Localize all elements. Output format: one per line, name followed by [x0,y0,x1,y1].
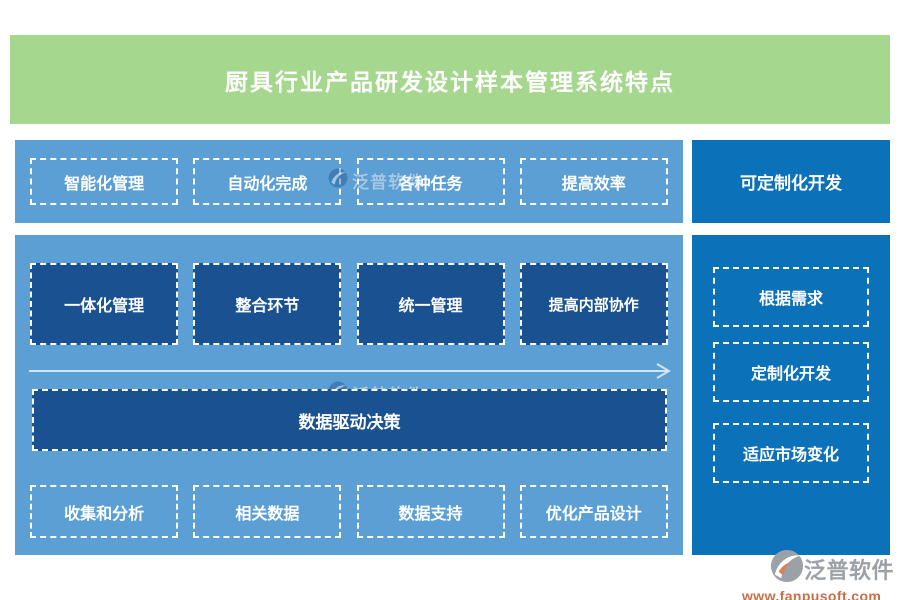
solid-feature-row: 一体化管理 整合环节 统一管理 提高内部协作 [15,263,683,345]
brand-logo-icon [770,549,804,588]
data-driven-bar: 数据驱动决策 [32,389,667,451]
middle-panel: 一体化管理 整合环节 统一管理 提高内部协作 泛普软件 数据驱动决策 收集和分析 [15,235,683,555]
side-panel-box: 定制化开发 [713,342,869,402]
side-panel-box: 适应市场变化 [713,423,869,483]
side-top-box: 可定制化开发 [692,140,890,223]
solid-feature-box: 一体化管理 [30,263,179,345]
brand-logo[interactable]: 泛普软件 www.fanpusoft.com [742,549,895,600]
page-title: 厨具行业产品研发设计样本管理系统特点 [225,68,675,95]
brand-url[interactable]: www.fanpusoft.com [742,588,882,600]
top-feature-box: 各种任务 [356,158,505,205]
top-feature-box: 提高效率 [519,158,668,205]
title-banner: 厨具行业产品研发设计样本管理系统特点 [10,35,890,124]
bottom-feature-box: 数据支持 [356,485,505,538]
solid-feature-box: 整合环节 [193,263,342,345]
bottom-feature-box: 优化产品设计 [519,485,668,538]
bottom-feature-box: 收集和分析 [30,485,179,538]
top-feature-band: 智能化管理 自动化完成 各种任务 提高效率 [15,140,683,223]
solid-feature-box: 提高内部协作 [519,263,668,345]
brand-name: 泛普软件 [804,557,895,583]
right-panel: 根据需求 定制化开发 适应市场变化 [692,235,890,555]
top-feature-box: 智能化管理 [30,158,179,205]
flow-arrow-icon [27,363,677,379]
bottom-feature-box: 相关数据 [193,485,342,538]
solid-feature-box: 统一管理 [356,263,505,345]
side-panel-box: 根据需求 [713,267,869,327]
bottom-feature-row: 收集和分析 相关数据 数据支持 优化产品设计 [15,485,683,538]
brand-logo-row: 泛普软件 [770,549,895,588]
top-feature-box: 自动化完成 [193,158,342,205]
